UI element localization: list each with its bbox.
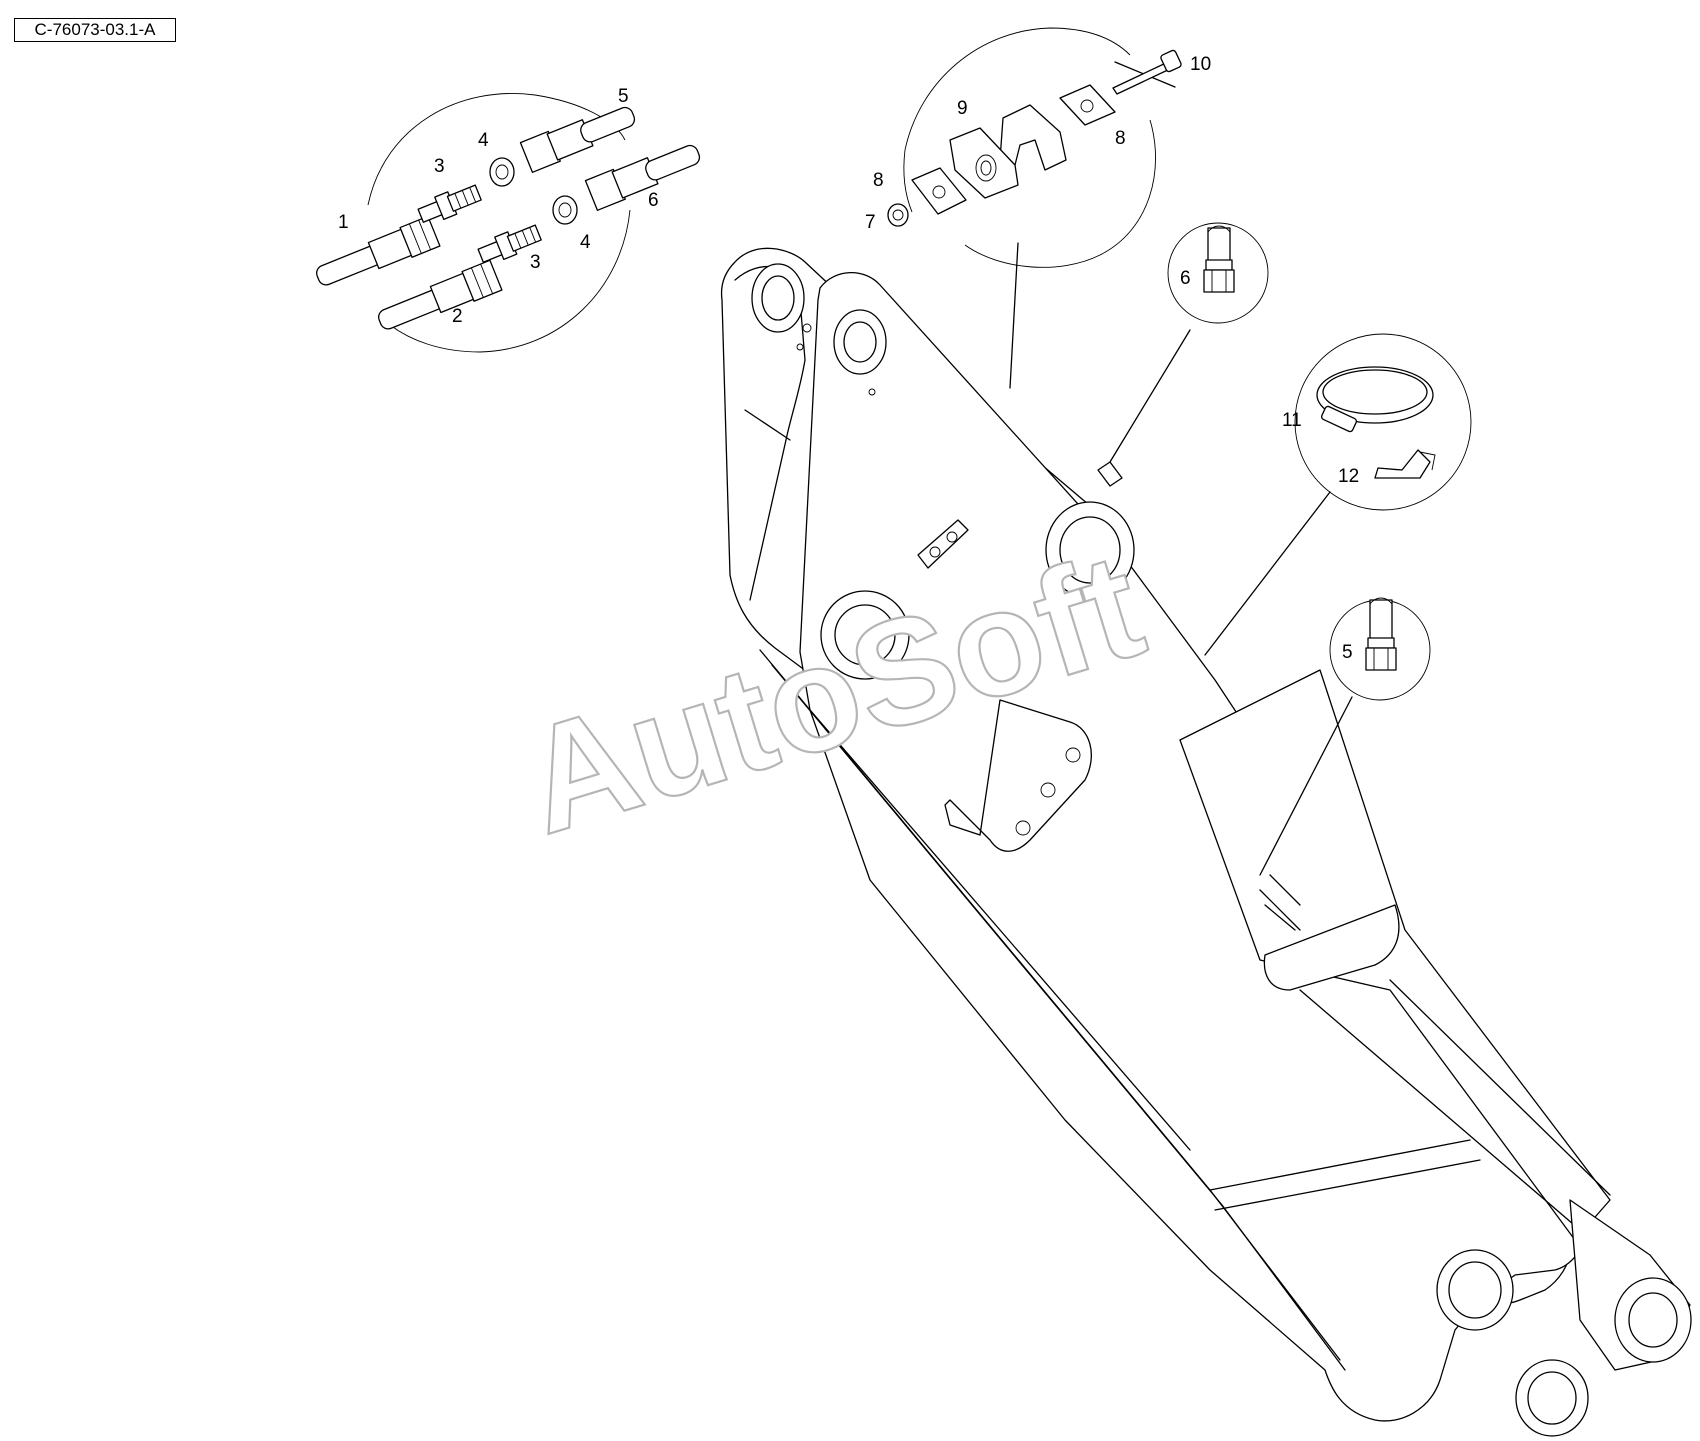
- drawing-code-label: C-76073-03.1-A: [14, 18, 176, 42]
- hose-fittings-inset: [316, 93, 701, 353]
- callout-4b: 4: [580, 232, 591, 253]
- callout-3a: 3: [434, 156, 445, 177]
- fitting-inset-5: [1329, 597, 1431, 701]
- callout-6b: 6: [1180, 268, 1191, 289]
- callout-4a: 4: [478, 130, 489, 151]
- callout-7: 7: [865, 212, 876, 233]
- callout-8b: 8: [1115, 128, 1126, 149]
- callout-1: 1: [338, 212, 349, 233]
- fitting-inset-6: [1167, 222, 1269, 324]
- hose-clamp-inset: [1294, 333, 1472, 511]
- callout-2: 2: [452, 306, 463, 327]
- callout-9: 9: [957, 98, 968, 119]
- callout-5a: 5: [618, 86, 629, 107]
- callout-3b: 3: [530, 252, 541, 273]
- callout-10: 10: [1190, 54, 1211, 75]
- callout-numbers: 1 2 3 3 4 4 5 6 7 8 8 9 10 6 11 12 5: [338, 54, 1359, 663]
- callout-5b: 5: [1342, 642, 1353, 663]
- callout-6a: 6: [648, 190, 659, 211]
- callout-12: 12: [1338, 466, 1359, 487]
- callout-8a: 8: [873, 170, 884, 191]
- callout-11: 11: [1282, 410, 1302, 431]
- boom-arm: [720, 247, 1692, 1437]
- clamp-inset: [887, 27, 1182, 268]
- leader-lines: [1009, 242, 1353, 876]
